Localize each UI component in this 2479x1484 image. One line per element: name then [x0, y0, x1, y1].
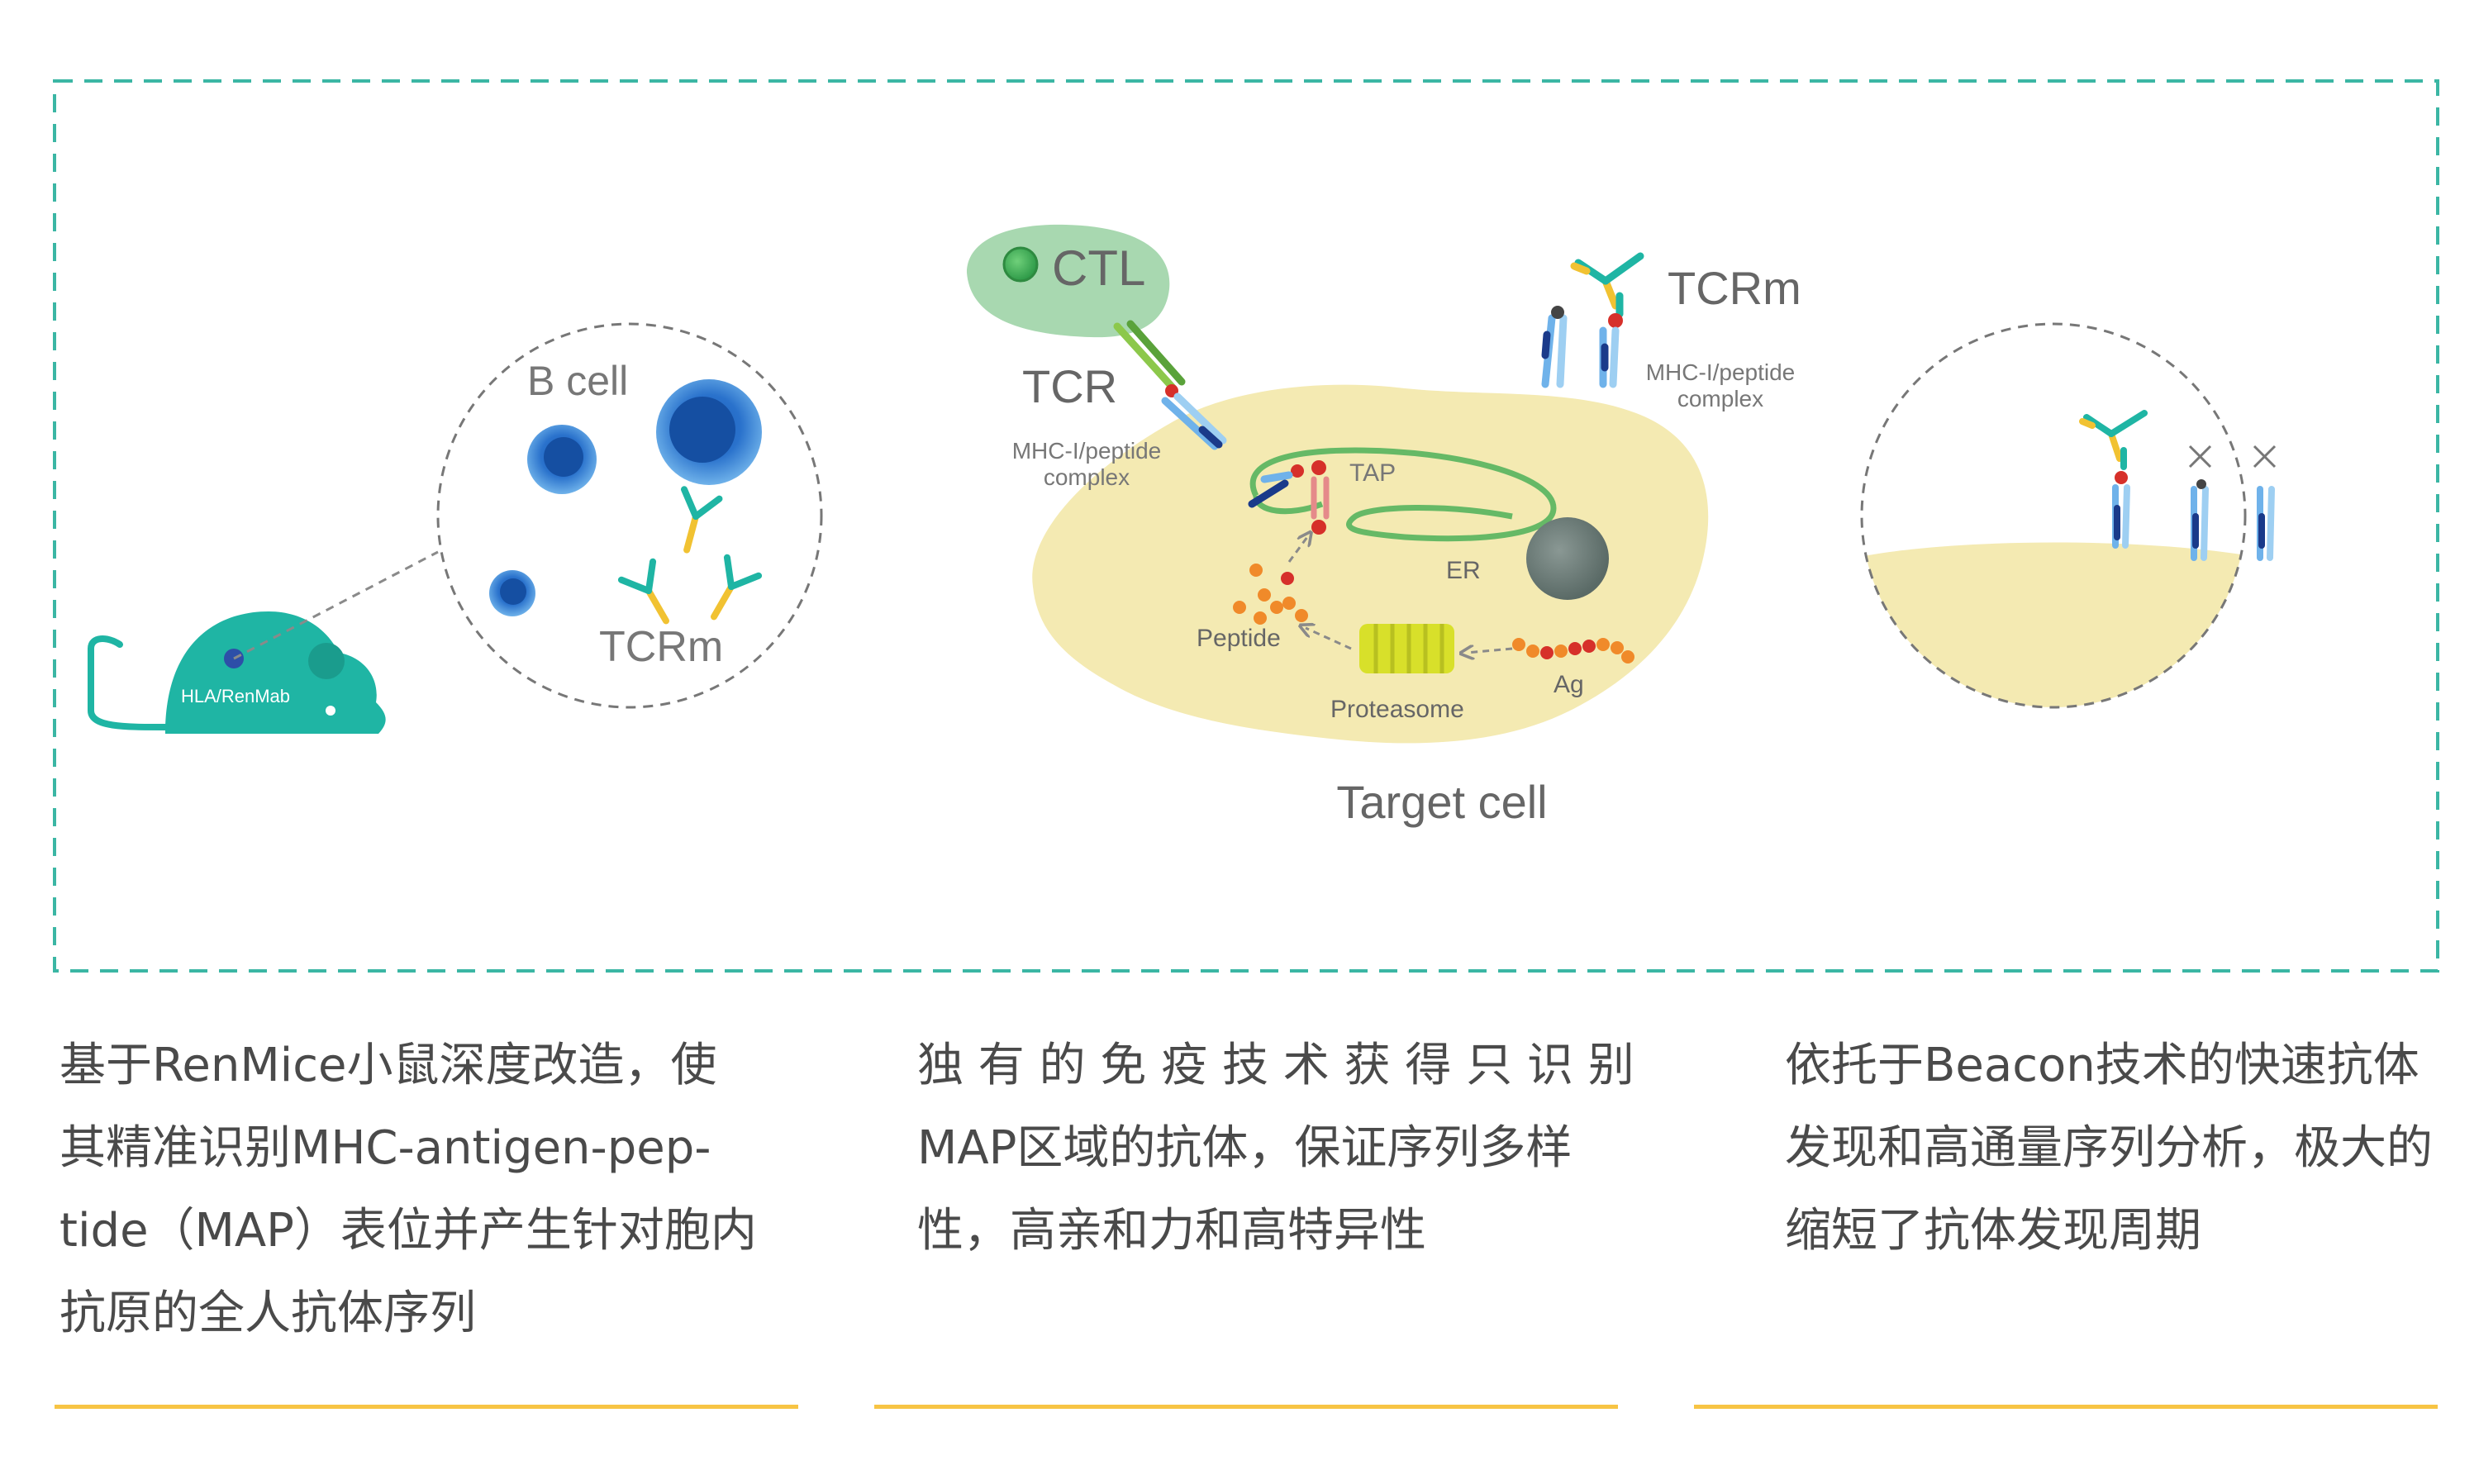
mhc-label-right-line2: complex: [1677, 386, 1763, 411]
mhc-label-left-line1: MHC-I/peptide: [1012, 438, 1162, 464]
description-2-line: 性，高亲和力和高特异性: [917, 1204, 1426, 1258]
b-cell-magnifier: [436, 322, 823, 709]
mouse-icon: [88, 550, 439, 734]
er-label: ER: [1446, 557, 1481, 584]
mhc-label-right-line1: MHC-I/peptide: [1646, 359, 1796, 385]
dashed-frame: [53, 79, 2439, 973]
description-3-line: 缩短了抗体发现周期: [1785, 1204, 2201, 1258]
description-3-line: 依托于Beacon技术的快速抗体: [1785, 1039, 2420, 1092]
non-binding-mhc-icon: [2191, 479, 2275, 561]
target-cell-body: [1032, 384, 1709, 744]
divider-rule-3: [1694, 1405, 2438, 1409]
peptide-label: Peptide: [1197, 625, 1281, 652]
nucleus: [1526, 517, 1609, 600]
mhc-label-left-line2: complex: [1044, 464, 1130, 490]
peptide-dots-icon: [1233, 564, 1308, 625]
peptide-to-tap-arrow: [1287, 537, 1307, 563]
tcrm-label-center: TCRm: [1668, 262, 1801, 314]
proteasome-to-peptide-arrow: [1306, 628, 1352, 650]
tap-transporter-icon: [1248, 460, 1330, 535]
tcrm-antibody-icon: [1541, 252, 1644, 388]
description-2: 独 有 的 免 疫 技 术 获 得 只 识 别 MAP区域的抗体，保证序列多样 …: [917, 1025, 1661, 1272]
divider-rule-1: [55, 1405, 798, 1409]
description-3: 依托于Beacon技术的快速抗体 发现和高通量序列分析，极大的 缩短了抗体发现周…: [1785, 1025, 2479, 1272]
specificity-magnifier: [1860, 322, 2247, 709]
ctl-label: CTL: [1052, 240, 1145, 296]
target-cell-label: Target cell: [1336, 776, 1547, 828]
mouse-label: HLA/RenMab: [181, 686, 290, 706]
description-2-line: MAP区域的抗体，保证序列多样: [917, 1121, 1573, 1175]
tap-label: TAP: [1349, 459, 1396, 487]
b-cell-label: B cell: [527, 358, 628, 404]
ag-label: Ag: [1554, 671, 1584, 698]
description-3-line: 发现和高通量序列分析，极大的: [1785, 1121, 2433, 1175]
ctl-nucleus-icon: [1002, 246, 1039, 283]
antigen-chain-icon: [1512, 638, 1634, 664]
specific-binding-icon: [2079, 410, 2148, 549]
description-1-line: 抗原的全人抗体序列: [59, 1287, 476, 1340]
x-mark-icon: [2188, 445, 2277, 469]
antigen-to-proteasome-arrow: [1467, 649, 1513, 653]
divider-rule-2: [874, 1405, 1618, 1409]
description-2-line: 独 有 的 免 疫 技 术 获 得 只 识 别: [917, 1039, 1634, 1092]
description-1-line: tide（MAP）表位并产生针对胞内: [59, 1204, 757, 1258]
tcrm-label-left: TCRm: [599, 623, 723, 671]
description-1: 基于RenMice小鼠深度改造，使 其精准识别MHC-antigen-pep- …: [59, 1025, 803, 1355]
antibody-icon: [617, 486, 763, 625]
tcr-receptor-icon: [1113, 320, 1227, 450]
b-cell-icon: [489, 379, 762, 616]
proteasome-label: Proteasome: [1330, 696, 1464, 723]
description-1-line: 其精准识别MHC-antigen-pep-: [59, 1121, 711, 1175]
description-1-line: 基于RenMice小鼠深度改造，使: [59, 1039, 717, 1092]
tcr-label: TCR: [1022, 360, 1117, 412]
proteasome-icon: [1359, 624, 1454, 673]
